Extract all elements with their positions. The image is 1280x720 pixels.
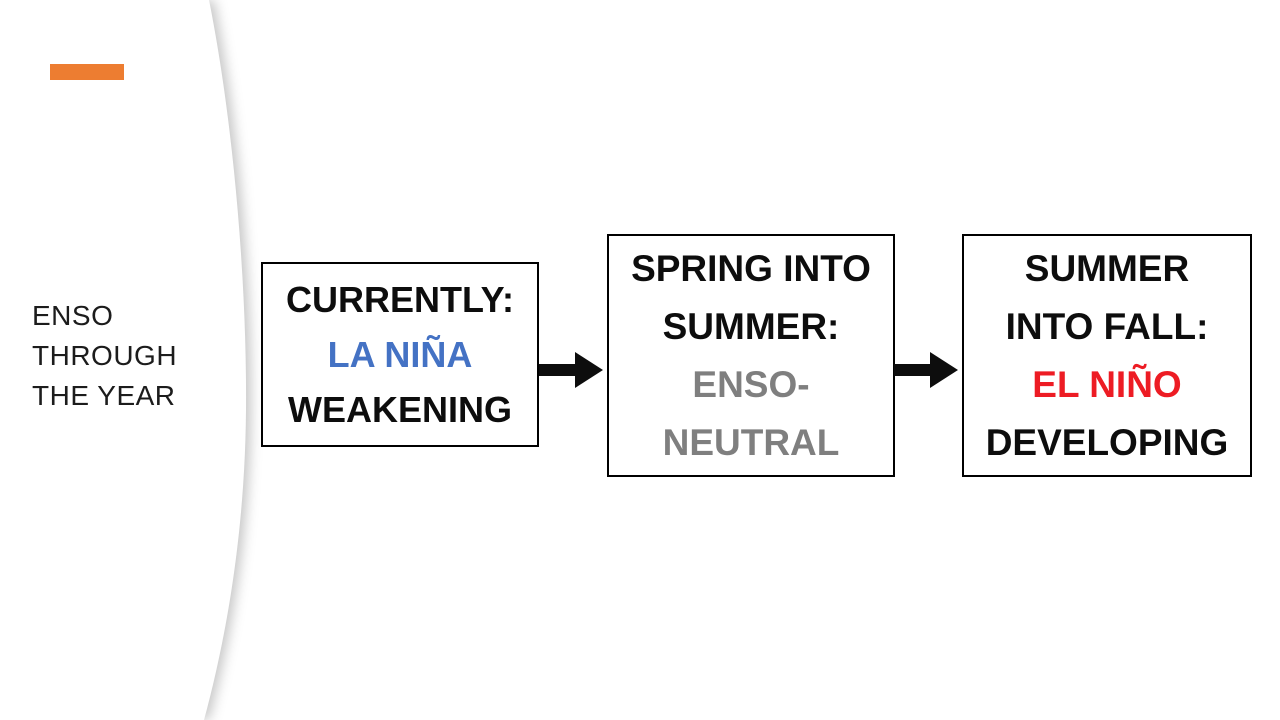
flow-box-spring-into-summer: SPRING INTO SUMMER: ENSO- NEUTRAL bbox=[607, 234, 895, 477]
slide-title-line: THE YEAR bbox=[32, 380, 176, 411]
flow-box-line: ENSO- bbox=[692, 363, 810, 405]
flow-box-line: SPRING INTO bbox=[631, 247, 871, 289]
flow-box-line: LA NIÑA bbox=[327, 334, 473, 375]
flow-box-line: WEAKENING bbox=[288, 389, 512, 430]
flow-box-summer-into-fall: SUMMER INTO FALL: EL NIÑO DEVELOPING bbox=[962, 234, 1252, 477]
flow-box-line: NEUTRAL bbox=[662, 421, 840, 463]
arrow-right-icon bbox=[894, 352, 958, 388]
flow-box-line: INTO FALL: bbox=[1005, 305, 1209, 347]
flow-box-line: CURRENTLY: bbox=[285, 279, 514, 320]
flow-box-currently: CURRENTLY: LA NIÑA WEAKENING bbox=[261, 262, 539, 447]
flow-box-line: DEVELOPING bbox=[985, 421, 1229, 463]
slide-title-line: ENSO bbox=[32, 300, 114, 331]
accent-bar bbox=[50, 64, 124, 80]
arrow-right-icon bbox=[539, 352, 603, 388]
flow-box-line: SUMMER bbox=[1024, 247, 1190, 289]
slide-title-line: THROUGH bbox=[32, 340, 178, 371]
flow-box-line: EL NIÑO bbox=[1032, 363, 1182, 405]
slide-title: ENSO THROUGH THE YEAR bbox=[32, 296, 222, 416]
flow-box-line: SUMMER: bbox=[662, 305, 840, 347]
